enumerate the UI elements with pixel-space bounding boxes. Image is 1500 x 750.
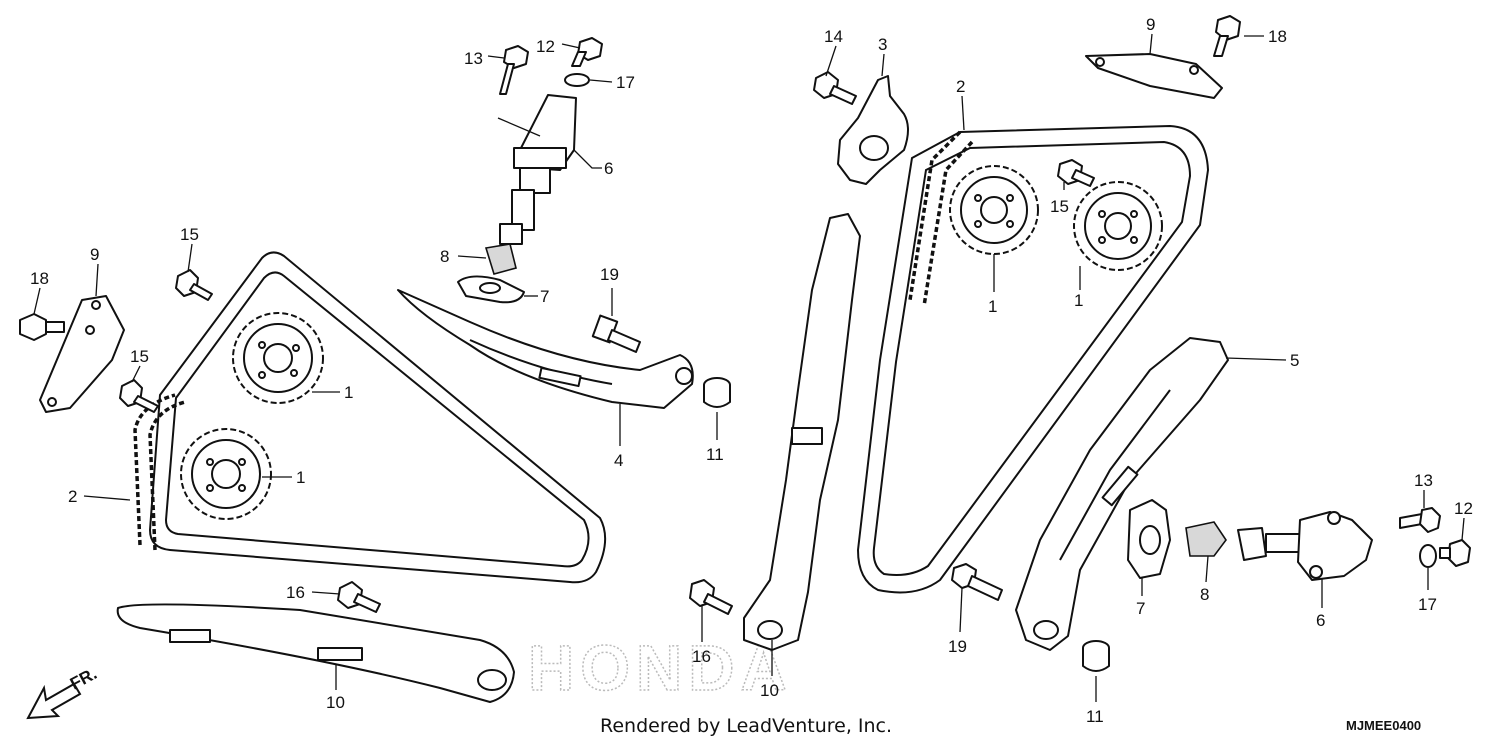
cam-chain-tensioner-right [1237,511,1373,581]
callout-10: 10 [326,693,345,712]
bolt-15-left-upper [175,269,213,301]
cam-sprocket-left-upper [232,312,324,404]
tensioner-plug-right [1185,521,1227,557]
callout-11: 11 [1086,707,1104,726]
bolt-16-right [689,579,733,615]
bolt-15-right [1057,159,1095,187]
bolt-14 [813,71,857,105]
tensioner-plug-left [484,243,517,275]
bolt-16-left [337,581,381,613]
callout-9: 9 [90,245,99,264]
callout-6: 6 [604,159,613,178]
plate-3 [837,75,909,185]
callout-4: 4 [614,451,623,470]
bolt-18-right [1213,15,1241,57]
callout-3: 3 [878,35,887,54]
washer-17-right [1419,544,1437,568]
callout-19: 19 [600,265,619,284]
bolt-13-left [499,45,529,95]
chain-guide-right [743,213,861,651]
callout-1: 1 [296,468,305,487]
callout-8: 8 [440,247,449,266]
honda-watermark: HONDA [528,632,793,704]
callout-7: 7 [540,287,549,306]
bolt-12-left [571,37,603,67]
callout-17: 17 [616,73,635,92]
callout-17: 17 [1418,595,1437,614]
callout-numbers: 13 12 17 6 8 7 4 19 11 15 9 18 15 1 1 2 … [30,15,1473,726]
collar-left [703,377,731,408]
chain-guide-left [116,603,515,703]
callout-14: 14 [824,27,843,46]
callout-1: 1 [344,383,353,402]
front-direction-arrow: FR. [26,664,100,720]
tensioner-gasket-right [1127,499,1171,579]
collar-right [1082,640,1110,672]
callout-19: 19 [948,637,967,656]
callout-18: 18 [1268,27,1287,46]
bracket-right [1085,53,1223,99]
callout-5: 5 [1290,351,1299,370]
callout-11: 11 [706,445,724,464]
callout-1: 1 [988,297,997,316]
bracket-left [39,295,125,413]
bolt-18-left [19,313,65,341]
callout-12: 12 [1454,499,1473,518]
callout-2: 2 [68,487,77,506]
callout-15: 15 [130,347,149,366]
diagram-reference-code: MJMEE0400 [1346,718,1421,733]
tensioner-arm-right [1015,337,1229,651]
callout-16: 16 [286,583,305,602]
bolt-19-left [591,314,641,353]
bolt-12-right [1439,539,1471,567]
leader-lines [33,33,1465,702]
callout-15: 15 [1050,197,1069,216]
callout-12: 12 [536,37,555,56]
washer-17-left [564,73,590,87]
bolt-15-left-lower [119,379,159,413]
cam-sprocket-right-right [1073,181,1163,271]
bolt-13-right [1399,507,1441,533]
callout-8: 8 [1200,585,1209,604]
callout-9: 9 [1146,15,1155,34]
callout-18: 18 [30,269,49,288]
callout-13: 13 [464,49,483,68]
callout-10: 10 [760,681,779,700]
callout-13: 13 [1414,471,1433,490]
callout-2: 2 [956,77,965,96]
cam-chain-right [856,124,1210,594]
cam-chain-left [133,251,607,584]
cam-sprocket-left-lower [180,428,272,520]
copyright-footer: Rendered by LeadVenture, Inc. [600,715,892,737]
callout-6: 6 [1316,611,1325,630]
cam-sprocket-right-left [949,165,1039,255]
callout-7: 7 [1136,599,1145,618]
cam-chain-tensioner-left [499,94,577,245]
callout-1: 1 [1074,291,1083,310]
bolt-19-right [951,563,1003,601]
callout-16: 16 [692,647,711,666]
tensioner-arm-left [397,289,694,409]
callout-15: 15 [180,225,199,244]
